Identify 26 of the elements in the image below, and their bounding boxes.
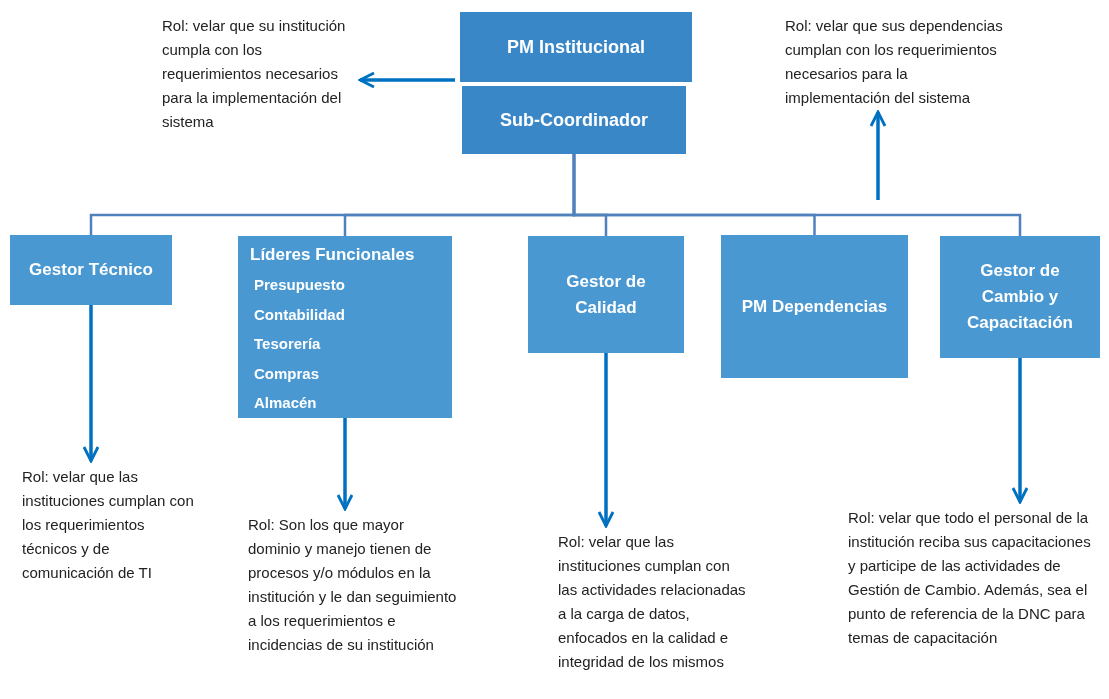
list-item: Almacén (253, 393, 318, 414)
arrow (82, 305, 100, 463)
role-box (238, 236, 452, 418)
role-description: Rol: Son los que mayor dominio y manejo tienen de procesos y/o módulos en la institución y le dan seguimiento a los requerimientos e incidencias de su institución (248, 513, 458, 657)
arrow (869, 110, 887, 200)
role-box: Sub-Coordinador (462, 86, 686, 154)
role-box: Gestor de Calidad (528, 236, 684, 353)
role-description: Rol: velar que su institución cumpla con los requerimientos necesarios para la implementación del sistema (162, 14, 358, 134)
arrow (597, 353, 615, 528)
list-item: Presupuesto (253, 275, 346, 295)
role-description: Rol: velar que todo el personal de la institución reciba sus capacitaciones y participe de las actividades de Gestión de Cambio. Además, sea el punto de referencia de la DNC para temas de capacitación (848, 506, 1098, 650)
list-item: Contabilidad (253, 304, 346, 325)
role-box: PM Institucional (460, 12, 692, 82)
arrow (1011, 358, 1029, 504)
arrow (336, 418, 354, 511)
role-description: Rol: velar que sus dependencias cumplan con los requerimientos necesarios para la implementación del sistema (785, 14, 1015, 110)
list-item: Tesorería (253, 334, 322, 355)
role-description: Rol: velar que las instituciones cumplan con los requerimientos técnicos y de comunicación de TI (22, 465, 197, 585)
role-box: Gestor de Cambio y Capacitación (940, 236, 1100, 358)
role-description: Rol: velar que las instituciones cumplan con las actividades relacionadas a la carga de datos, enfocados en la calidad e integridad de los mismos (558, 530, 753, 674)
arrow (358, 71, 455, 89)
list-item: Compras (253, 363, 321, 384)
role-box: Gestor Técnico (10, 235, 172, 305)
role-box: PM Dependencias (721, 235, 908, 378)
connector-line (572, 154, 1022, 236)
box-heading: Líderes Funcionales (250, 244, 416, 266)
